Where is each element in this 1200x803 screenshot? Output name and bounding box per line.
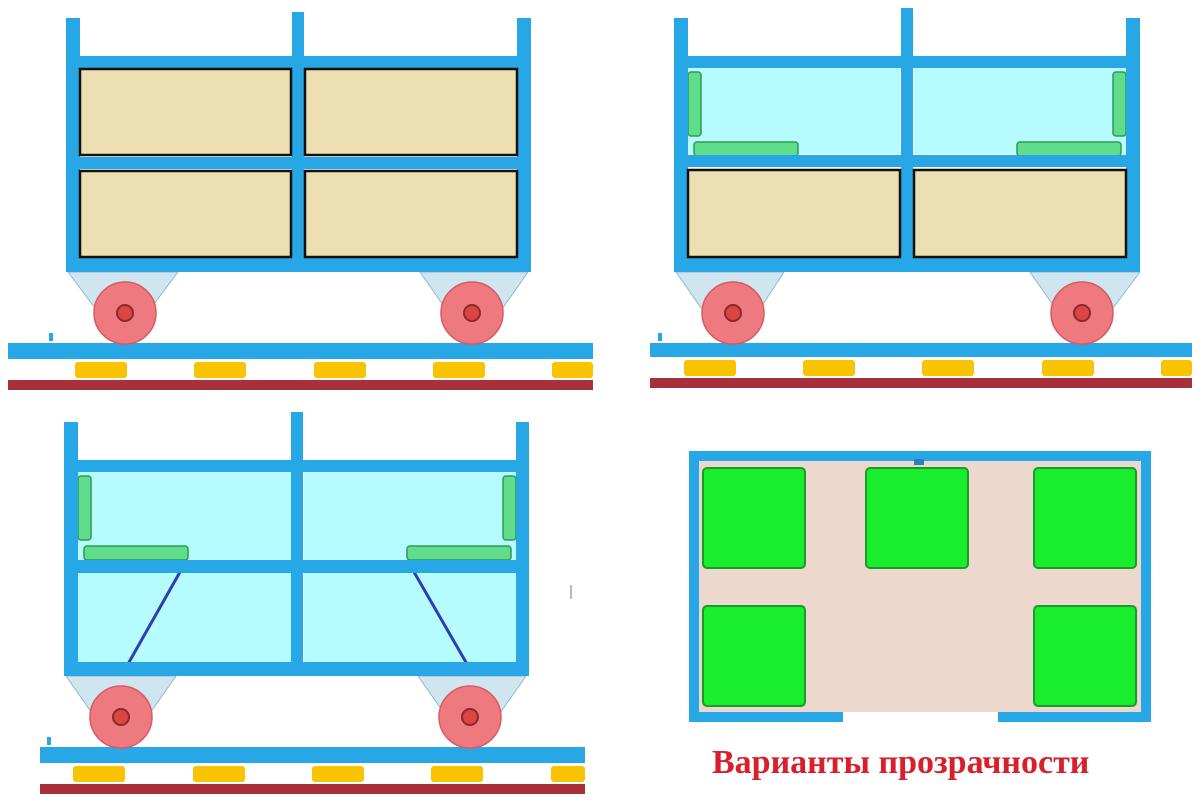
track-stop xyxy=(49,333,53,341)
green-part-horizontal xyxy=(693,141,799,157)
plan-border-bottom-left xyxy=(689,712,843,722)
green-part-vertical xyxy=(502,475,517,541)
track-floor-pad xyxy=(312,766,364,782)
plan-marker xyxy=(914,459,924,465)
plan-cargo-block xyxy=(1033,467,1137,569)
frame-member xyxy=(674,155,1140,167)
track-rail xyxy=(40,747,585,763)
glass-panel xyxy=(914,68,1126,154)
track-stop xyxy=(47,737,51,745)
cargo-panel xyxy=(303,169,519,259)
green-part-horizontal xyxy=(1016,141,1122,157)
wheel-hub xyxy=(116,304,134,322)
frame-member xyxy=(64,422,78,676)
green-part-horizontal xyxy=(83,545,189,561)
track-floor-pad xyxy=(922,360,974,376)
track-rail xyxy=(650,343,1192,357)
plan-door-opening xyxy=(843,712,998,722)
track-floor-pad xyxy=(551,766,585,782)
glass-panel xyxy=(304,573,516,663)
plan-cargo-block xyxy=(1033,605,1137,707)
side-marker xyxy=(570,585,572,599)
frame-member xyxy=(674,56,1140,68)
frame-member xyxy=(291,412,303,674)
frame-member xyxy=(674,258,1140,272)
wheel-hub xyxy=(463,304,481,322)
track xyxy=(40,737,585,794)
plan-cargo-block xyxy=(702,605,806,707)
glass-panel xyxy=(78,573,291,663)
track-floor-pad xyxy=(803,360,855,376)
track-bottom-rail xyxy=(40,784,585,794)
track-floor-pad xyxy=(552,362,593,378)
wheel-assembly-right xyxy=(419,271,529,345)
frame-member xyxy=(64,662,529,676)
frame-member xyxy=(516,422,529,676)
wheel-assembly-right xyxy=(1029,271,1141,345)
caption-title: Варианты прозрачности xyxy=(712,744,1090,781)
plan-cargo-block xyxy=(865,467,969,569)
plan-border-left xyxy=(689,451,699,722)
track-floor-pad xyxy=(314,362,366,378)
track-floor-pad xyxy=(433,362,485,378)
track-floor-pad xyxy=(73,766,125,782)
cart-view-closed xyxy=(8,12,593,390)
frame-member xyxy=(517,18,531,270)
frame-member xyxy=(901,8,913,270)
plan-view xyxy=(689,451,1151,722)
cargo-panel xyxy=(78,169,293,259)
wheel-hub xyxy=(1073,304,1091,322)
frame-member xyxy=(66,157,531,169)
track-floor-pad xyxy=(194,362,246,378)
track-rail xyxy=(8,343,593,359)
cart-frame xyxy=(64,412,529,676)
cargo-panel xyxy=(912,168,1128,259)
frame-member xyxy=(64,460,529,472)
wheel-assembly-left xyxy=(67,271,179,345)
wheel-assembly-left xyxy=(675,271,785,345)
support-brace xyxy=(412,571,469,665)
track-floor-pad xyxy=(684,360,736,376)
frame-member xyxy=(674,18,688,272)
wheel-assembly-right xyxy=(417,675,527,749)
wheel-hub xyxy=(724,304,742,322)
cart-frame xyxy=(66,12,531,272)
track-floor-pad xyxy=(431,766,483,782)
green-part-vertical xyxy=(1112,71,1127,137)
wheel-hub xyxy=(461,708,479,726)
track-floor-pad xyxy=(1161,360,1192,376)
glass-panel xyxy=(688,68,900,154)
plan-border-bottom-right xyxy=(998,712,1151,722)
support-brace xyxy=(126,571,182,665)
track-bottom-rail xyxy=(8,380,593,390)
frame-member xyxy=(66,18,80,270)
cargo-panel xyxy=(303,67,519,157)
green-part-vertical xyxy=(687,71,702,137)
wheel-hub xyxy=(112,708,130,726)
green-part-vertical xyxy=(77,475,92,541)
track-floor-pad xyxy=(1042,360,1094,376)
wheel-assembly-left xyxy=(65,675,177,749)
track-floor-pad xyxy=(193,766,245,782)
cargo-panel xyxy=(686,168,902,259)
track-floor-pad xyxy=(75,362,127,378)
plan-cargo-block xyxy=(702,467,806,569)
cart-frame xyxy=(674,8,1140,272)
track-stop xyxy=(658,333,662,341)
frame-member xyxy=(66,258,531,272)
frame-member xyxy=(292,12,304,270)
frame-member xyxy=(1126,18,1140,272)
green-part-horizontal xyxy=(406,545,512,561)
cargo-panel xyxy=(78,67,293,157)
cart-view-fully-transparent xyxy=(40,412,585,794)
track xyxy=(8,333,593,390)
frame-member xyxy=(64,560,529,573)
track xyxy=(650,333,1192,388)
track-bottom-rail xyxy=(650,378,1192,388)
plan-border-right xyxy=(1141,451,1151,722)
cart-view-half-transparent xyxy=(650,8,1192,388)
frame-member xyxy=(66,56,531,68)
plan-border-top xyxy=(689,451,1151,461)
